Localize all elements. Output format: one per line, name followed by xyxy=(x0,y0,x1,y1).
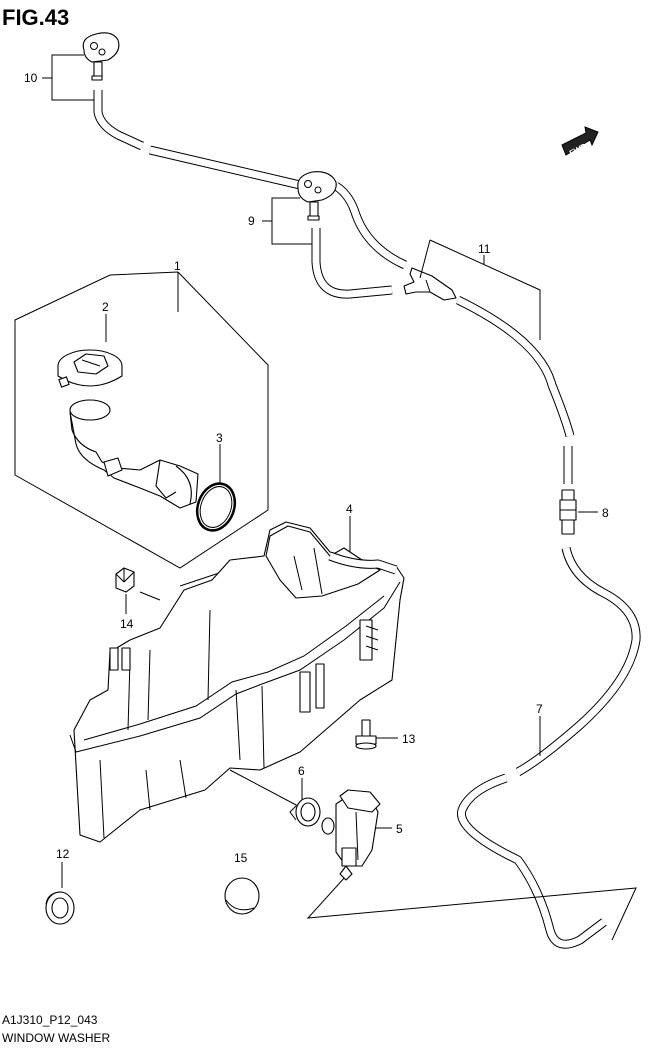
callout-6: 6 xyxy=(298,764,305,778)
callout-8: 8 xyxy=(602,506,609,520)
callout-13: 13 xyxy=(402,732,416,746)
fwd-arrow-icon: FWD xyxy=(561,126,599,158)
callout-4: 4 xyxy=(346,502,353,516)
pump-grommet xyxy=(289,797,321,827)
callout-1: 1 xyxy=(174,259,181,273)
callout-9: 9 xyxy=(248,214,255,228)
callout-2: 2 xyxy=(102,300,109,314)
callout-3: 3 xyxy=(216,431,223,445)
callout-14: 14 xyxy=(120,617,134,631)
check-valve xyxy=(559,489,577,535)
callout-12: 12 xyxy=(56,847,70,861)
tank-cap xyxy=(57,349,123,388)
o-ring-inner xyxy=(199,486,233,528)
callout-labels: 10 9 11 1 2 3 4 8 14 7 13 6 5 12 15 xyxy=(24,71,609,865)
filler-neck xyxy=(69,399,199,509)
leader-lines xyxy=(14,54,637,941)
figure-code: A1J310_P12_043 xyxy=(2,1013,98,1027)
figure-title: FIG.43 xyxy=(2,5,69,30)
washer-tank xyxy=(69,521,405,843)
upper-hose-run xyxy=(93,90,575,484)
callout-5: 5 xyxy=(396,822,403,836)
callout-11: 11 xyxy=(478,242,491,256)
lower-hose xyxy=(457,546,641,949)
washer-nozzle-top xyxy=(82,32,120,81)
lower-grommet xyxy=(45,891,75,925)
washer-nozzle-middle xyxy=(297,171,337,221)
callout-15: 15 xyxy=(234,851,248,865)
washer-pump xyxy=(321,789,381,881)
o-ring xyxy=(195,482,237,532)
mounting-bolt xyxy=(355,719,377,750)
drain-plug xyxy=(224,877,260,915)
figure-name: WINDOW WASHER xyxy=(2,1031,111,1045)
callout-7: 7 xyxy=(536,702,543,716)
t-joint xyxy=(403,267,457,301)
callout-10: 10 xyxy=(24,71,38,85)
tank-nut xyxy=(115,567,135,593)
